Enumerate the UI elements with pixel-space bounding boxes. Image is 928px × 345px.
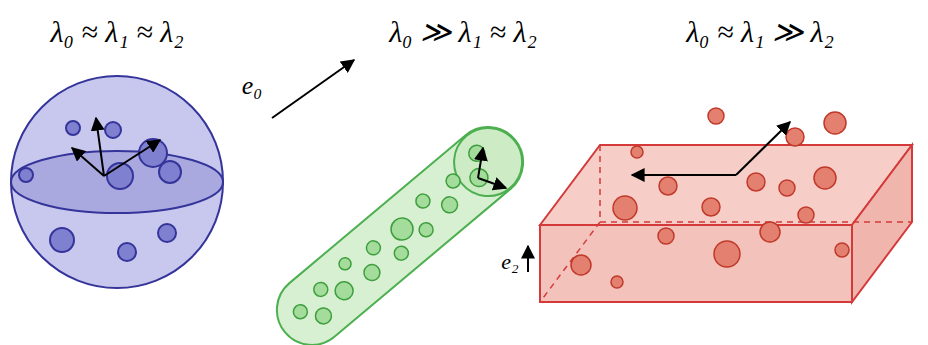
- sphere: [11, 76, 223, 288]
- eigenvalue-relation: λ₀ ≈ λ₁ ≈ λ₂: [50, 17, 183, 47]
- cylinder: [263, 60, 538, 345]
- eigenvalue-relation: λ₀ ≫ λ₁ ≈ λ₂: [389, 17, 537, 47]
- eigenvalue-relation: λ₀ ≈ λ₁ ≫ λ₂: [686, 17, 834, 47]
- axis-label: e₀: [242, 73, 263, 99]
- slab: [528, 108, 912, 302]
- axis-label: e₂: [501, 251, 518, 273]
